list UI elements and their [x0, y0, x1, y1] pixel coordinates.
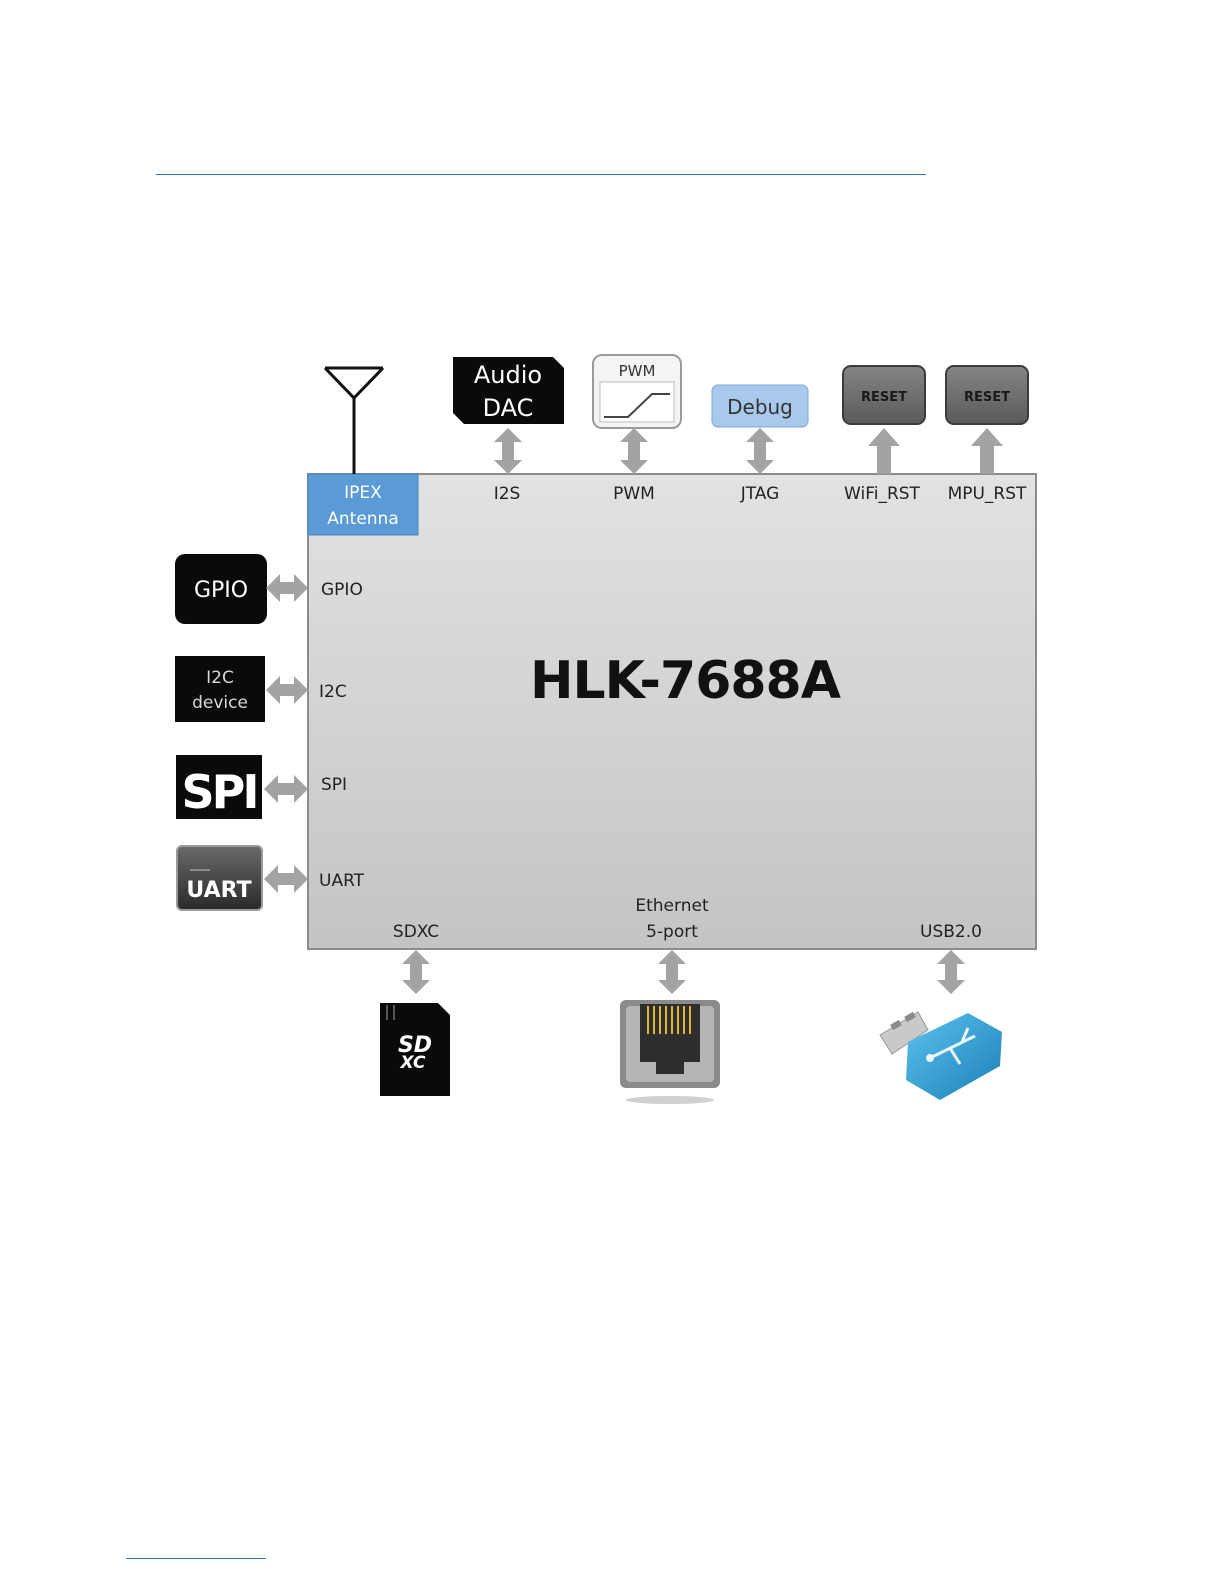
i2s-arrow [494, 428, 522, 474]
port-label-spi: SPI [321, 775, 347, 795]
sdxc-arrow [402, 950, 430, 994]
port-label-pwm: PWM [613, 484, 655, 504]
port-label-mpu-rst: MPU_RST [948, 484, 1027, 504]
module-body [308, 474, 1036, 949]
ethernet-jack-icon [620, 1000, 720, 1104]
wifi-rst-arrow [868, 428, 900, 474]
debug-device: Debug [712, 385, 808, 427]
usb-arrow [937, 950, 965, 994]
i2c-device-line2: device [192, 693, 248, 713]
spi-arrow [264, 775, 308, 803]
pwm-device: PWM [593, 355, 681, 428]
debug-device-label: Debug [727, 395, 793, 419]
mpu-reset-label: RESET [964, 390, 1010, 405]
mpu-reset-device: RESET [946, 366, 1028, 424]
port-label-ethernet-line1: Ethernet [635, 896, 709, 916]
port-label-usb: USB2.0 [920, 922, 982, 942]
mpu-rst-arrow [971, 428, 1003, 474]
port-label-wifi-rst: WiFi_RST [844, 484, 921, 504]
port-label-ethernet-line2: 5-port [646, 922, 698, 942]
uart-device-label: UART [186, 878, 251, 903]
pwm-arrow [620, 428, 648, 474]
i2c-device-line1: I2C [206, 668, 234, 688]
spi-device: SPI [176, 755, 262, 819]
port-label-i2s: I2S [494, 484, 521, 504]
port-label-sdxc: SDXC [393, 922, 439, 942]
wifi-reset-device: RESET [843, 366, 925, 424]
audio-dac-line1: Audio [474, 361, 542, 389]
gpio-arrow [266, 574, 308, 602]
usb-stick-icon [880, 1012, 1002, 1100]
gpio-device: GPIO [175, 554, 267, 624]
antenna-label-line1: IPEX [344, 483, 382, 503]
uart-device: UART [177, 846, 262, 910]
antenna-label-line2: Antenna [327, 509, 399, 529]
module-title: HLK-7688A [530, 651, 841, 711]
wifi-reset-label: RESET [861, 390, 907, 405]
ethernet-arrow [658, 950, 686, 994]
port-label-jtag: JTAG [740, 484, 780, 504]
port-label-gpio: GPIO [321, 580, 363, 600]
spi-device-label: SPI [182, 765, 257, 819]
gpio-device-label: GPIO [194, 578, 248, 603]
port-label-uart: UART [319, 871, 365, 891]
port-label-i2c: I2C [319, 682, 347, 702]
antenna-icon [325, 368, 383, 474]
audio-dac-line2: DAC [483, 394, 534, 422]
i2c-arrow [266, 676, 308, 704]
i2c-device: I2C device [175, 656, 265, 722]
sd-card-text-line2: XC [400, 1053, 427, 1073]
uart-arrow [264, 865, 308, 893]
audio-dac-device: Audio DAC [453, 357, 564, 424]
pwm-device-label: PWM [619, 362, 656, 380]
sd-card-icon: SD XC [380, 1003, 450, 1096]
jtag-arrow [746, 428, 774, 474]
